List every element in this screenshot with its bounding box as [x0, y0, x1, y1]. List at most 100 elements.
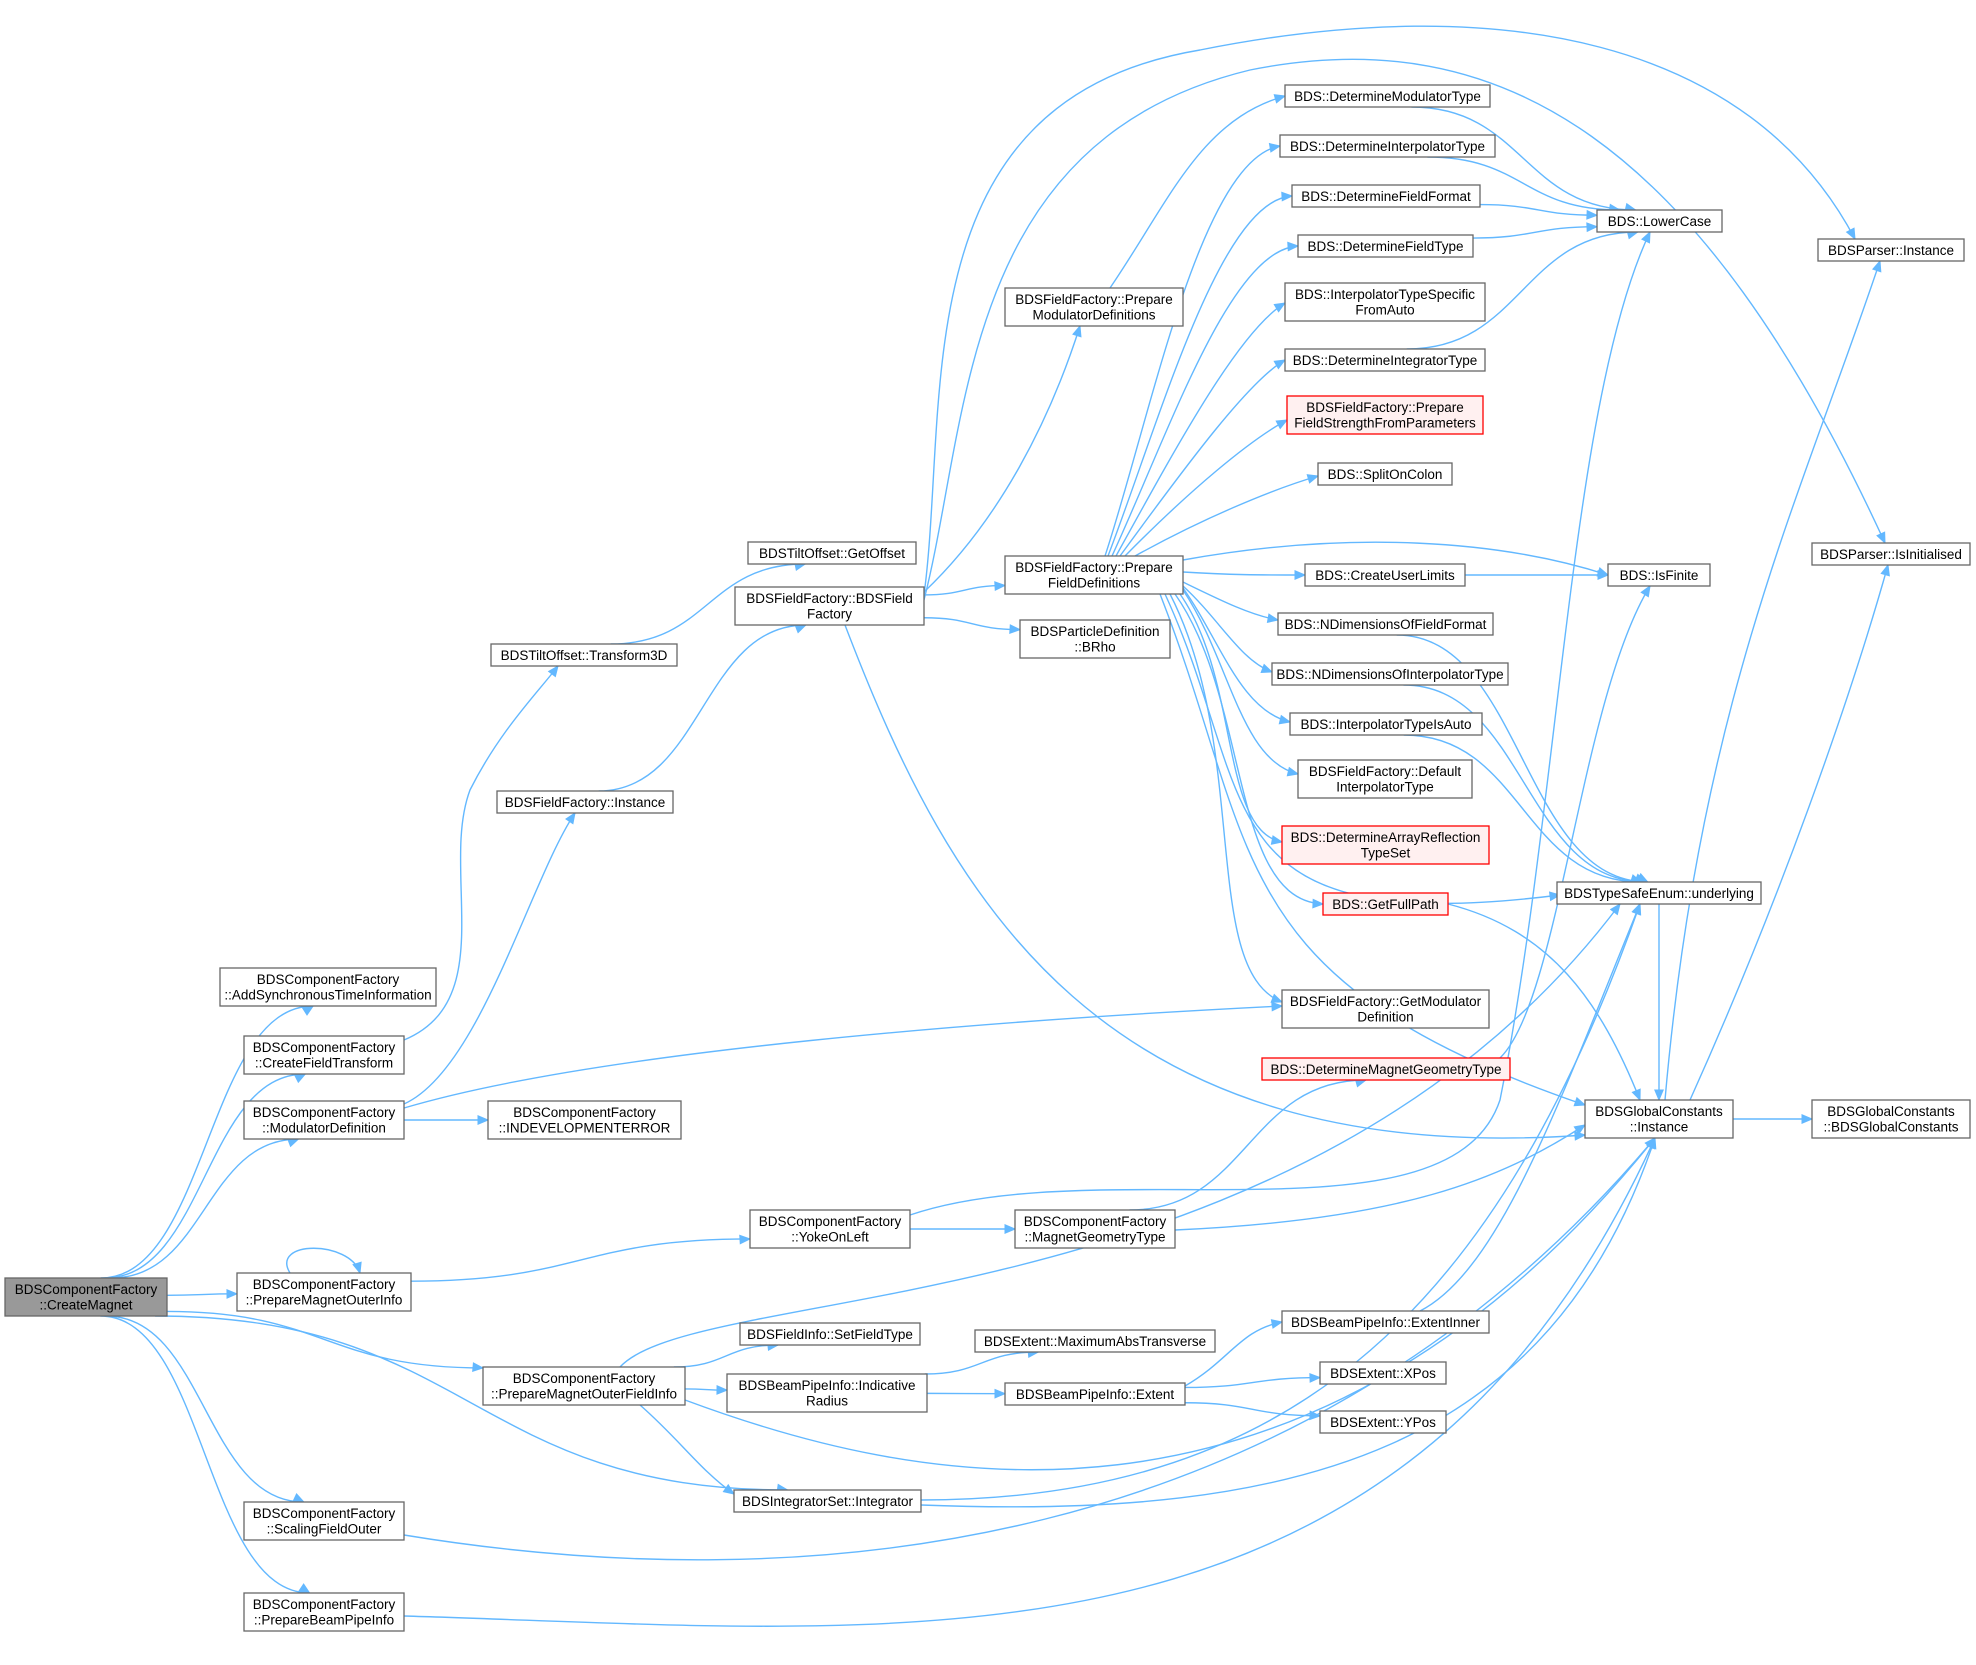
- node-box: [733, 1489, 922, 1513]
- node-box: [1811, 1099, 1971, 1139]
- node-box: [1304, 563, 1466, 587]
- arrow-head-icon: [1640, 584, 1651, 598]
- call-edge-interpTypeIsAuto-to-underlying: [1403, 734, 1642, 883]
- node-yokeOnLeft[interactable]: BDSComponentFactory::YokeOnLeft: [749, 1209, 911, 1249]
- node-box: [1319, 1361, 1447, 1385]
- node-label: Factory: [807, 607, 852, 622]
- node-determineFieldFormat[interactable]: BDS::DetermineFieldFormat: [1291, 184, 1481, 208]
- node-box: [1817, 238, 1965, 262]
- node-nDimFieldFormat[interactable]: BDS::NDimensionsOfFieldFormat: [1277, 612, 1494, 636]
- node-label: ::ScalingFieldOuter: [267, 1522, 382, 1537]
- call-edge-extentInner-to-underlying: [1419, 903, 1641, 1312]
- node-label: BDSExtent::XPos: [1330, 1366, 1436, 1381]
- node-bdsFieldFactory[interactable]: BDSFieldFactory::BDSFieldFactory: [734, 586, 925, 626]
- arrow-head-icon: [1273, 359, 1287, 370]
- arrow-head-icon: [1309, 1373, 1322, 1383]
- node-extent[interactable]: BDSBeamPipeInfo::Extent: [1004, 1382, 1186, 1406]
- node-yPos[interactable]: BDSExtent::YPos: [1319, 1410, 1447, 1434]
- node-prepModulatorDefs[interactable]: BDSFieldFactory::PrepareModulatorDefinit…: [1004, 287, 1184, 327]
- node-isFinite[interactable]: BDS::IsFinite: [1607, 563, 1711, 587]
- node-fieldFactoryInstance[interactable]: BDSFieldFactory::Instance: [496, 790, 674, 814]
- node-box: [496, 790, 674, 814]
- call-edge-magnetGeometryType-to-determineMagGeomType: [1129, 1079, 1366, 1211]
- call-edge-extent-to-xPos: [1184, 1376, 1321, 1389]
- node-prepMagOuterInfo[interactable]: BDSComponentFactory::PrepareMagnetOuterI…: [236, 1272, 412, 1312]
- node-label: BDSFieldFactory::BDSField: [746, 591, 913, 606]
- call-edge-fieldFactoryInstance-to-bdsFieldFactory: [598, 624, 806, 792]
- node-getOffset[interactable]: BDSTiltOffset::GetOffset: [747, 541, 917, 565]
- node-globalConstCtor[interactable]: BDSGlobalConstants::BDSGlobalConstants: [1811, 1099, 1971, 1139]
- node-label: ::MagnetGeometryType: [1024, 1230, 1165, 1245]
- call-edge-yokeOnLeft-to-lowerCase: [909, 231, 1651, 1216]
- node-prepMagOuterFieldInfo[interactable]: BDSComponentFactory::PrepareMagnetOuterF…: [482, 1366, 686, 1406]
- node-createUserLimits[interactable]: BDS::CreateUserLimits: [1304, 563, 1466, 587]
- node-createMagnet[interactable]: BDSComponentFactory::CreateMagnet: [4, 1277, 168, 1317]
- call-edge-determineFieldFormat-to-lowerCase: [1479, 203, 1598, 216]
- node-label: ::CreateFieldTransform: [255, 1056, 393, 1071]
- node-label: FieldDefinitions: [1048, 576, 1141, 591]
- node-extentInner[interactable]: BDSBeamPipeInfo::ExtentInner: [1281, 1310, 1490, 1334]
- node-determineFieldType[interactable]: BDS::DetermineFieldType: [1297, 234, 1474, 258]
- node-maxAbsTransverse[interactable]: BDSExtent::MaximumAbsTransverse: [974, 1329, 1216, 1353]
- node-scalingFieldOuter[interactable]: BDSComponentFactory::ScalingFieldOuter: [243, 1501, 405, 1541]
- node-label: BDS::NDimensionsOfFieldFormat: [1285, 617, 1487, 632]
- node-box: [1279, 134, 1496, 158]
- node-transform3D[interactable]: BDSTiltOffset::Transform3D: [490, 643, 678, 667]
- arrow-head-icon: [1871, 259, 1882, 273]
- arrow-head-icon: [1312, 898, 1325, 909]
- node-box: [236, 1272, 412, 1312]
- node-box: [482, 1366, 686, 1406]
- node-box: [734, 586, 925, 626]
- node-label: BDSParticleDefinition: [1030, 624, 1159, 639]
- node-interpTypeIsAuto[interactable]: BDS::InterpolatorTypeIsAuto: [1289, 712, 1483, 736]
- node-bRho[interactable]: BDSParticleDefinition::BRho: [1019, 619, 1171, 659]
- node-box: [1004, 555, 1184, 595]
- node-xPos[interactable]: BDSExtent::XPos: [1319, 1361, 1447, 1385]
- node-createFieldTransform[interactable]: BDSComponentFactory::CreateFieldTransfor…: [243, 1035, 405, 1075]
- call-edge-prepMagOuterFieldInfo-to-integrator: [639, 1404, 735, 1495]
- arrow-head-icon: [1271, 1001, 1284, 1012]
- node-determineModulatorType[interactable]: BDS::DetermineModulatorType: [1284, 84, 1491, 108]
- call-edge-prepFieldDefs-to-nDimInterpType: [1182, 585, 1273, 673]
- call-edge-prepFieldDefs-to-determineArrayReflection: [1179, 593, 1283, 843]
- call-edge-createFieldTransform-to-transform3D: [403, 665, 559, 1041]
- node-determineInterpolatorType[interactable]: BDS::DetermineInterpolatorType: [1279, 134, 1496, 158]
- call-edge-nDimFieldFormat-to-underlying: [1396, 634, 1648, 883]
- node-prepBeamPipeInfo[interactable]: BDSComponentFactory::PrepareBeamPipeInfo: [243, 1592, 405, 1632]
- node-getFullPath[interactable]: BDS::GetFullPath: [1322, 892, 1449, 916]
- node-addSync[interactable]: BDSComponentFactory::AddSynchronousTimeI…: [219, 967, 437, 1007]
- node-label: BDS::InterpolatorTypeSpecific: [1295, 287, 1475, 302]
- node-box: [1556, 881, 1762, 905]
- node-determineIntegratorType[interactable]: BDS::DetermineIntegratorType: [1284, 348, 1486, 372]
- node-magnetGeometryType[interactable]: BDSComponentFactory::MagnetGeometryType: [1014, 1209, 1176, 1249]
- node-indevError[interactable]: BDSComponentFactory::INDEVELOPMENTERROR: [487, 1100, 682, 1140]
- node-parserInstance[interactable]: BDSParser::Instance: [1817, 238, 1965, 262]
- node-globalConstInstance[interactable]: BDSGlobalConstants::Instance: [1584, 1099, 1734, 1139]
- arrow-head-icon: [1641, 230, 1651, 244]
- node-integrator[interactable]: BDSIntegratorSet::Integrator: [733, 1489, 922, 1513]
- arrow-head-icon: [1273, 94, 1287, 104]
- node-lowerCase[interactable]: BDS::LowerCase: [1596, 209, 1723, 233]
- node-label: BDS::InterpolatorTypeIsAuto: [1300, 717, 1471, 732]
- node-parserIsInit[interactable]: BDSParser::IsInitialised: [1811, 542, 1971, 566]
- node-setFieldType[interactable]: BDSFieldInfo::SetFieldType: [739, 1322, 921, 1346]
- call-edge-createMagnet-to-scalingFieldOuter: [106, 1315, 304, 1503]
- node-modulatorDefinition[interactable]: BDSComponentFactory::ModulatorDefinition: [243, 1100, 405, 1140]
- node-label: BDSComponentFactory: [253, 1040, 396, 1055]
- node-prepFieldStrength[interactable]: BDSFieldFactory::PrepareFieldStrengthFro…: [1286, 395, 1484, 435]
- node-underlying[interactable]: BDSTypeSafeEnum::underlying: [1556, 881, 1762, 905]
- arrow-head-icon: [472, 1362, 485, 1372]
- node-box: [1297, 759, 1473, 799]
- node-box: [1584, 1099, 1734, 1139]
- node-nDimInterpType[interactable]: BDS::NDimensionsOfInterpolatorType: [1271, 662, 1509, 686]
- node-box: [4, 1277, 168, 1317]
- node-label: BDS::SplitOnColon: [1328, 467, 1443, 482]
- node-determineMagGeomType[interactable]: BDS::DetermineMagnetGeometryType: [1261, 1057, 1511, 1081]
- node-splitOnColon[interactable]: BDS::SplitOnColon: [1317, 462, 1453, 486]
